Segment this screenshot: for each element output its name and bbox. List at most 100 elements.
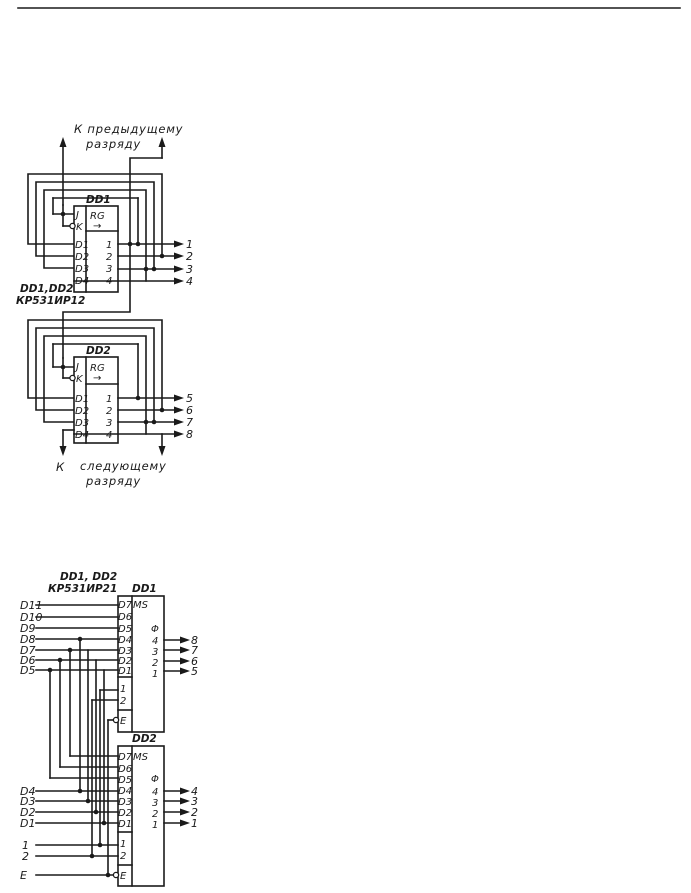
- dd1-pin-j: J: [74, 210, 79, 221]
- up-arrow-icon: [59, 137, 67, 147]
- fig2-dd1-name: DD1: [132, 583, 157, 595]
- fig2-chip-note-line1: DD1, DD2: [60, 571, 117, 583]
- dd1-pin-d1: D1: [75, 240, 89, 251]
- fig2-dd2-pin-d4: D4: [118, 786, 132, 797]
- fig1-caption-bottom-line2: разряду: [85, 474, 141, 488]
- fig2-out-1: 1: [191, 817, 198, 830]
- dd2-pin-j: J: [74, 362, 79, 373]
- fig2-dd2-pin-e: E: [120, 871, 127, 882]
- dd2-k-inverter: [69, 374, 76, 382]
- fig2-ctrl-e: E: [20, 869, 27, 882]
- right-arrow-icon: [174, 406, 184, 414]
- dd2-pin-q4: 4: [106, 430, 112, 441]
- fig2-dd1-pin-d3: D3: [118, 646, 132, 657]
- dd1-pin-q3: 3: [106, 264, 112, 275]
- fig1-out-3: 3: [186, 263, 193, 276]
- fig1-out-7: 7: [186, 416, 193, 429]
- fig2-dd2-block: [117, 745, 165, 887]
- fig2-dd1-pin-a2: 2: [120, 696, 126, 707]
- down-arrow-icon: [59, 446, 67, 456]
- fig2-out-5: 5: [191, 665, 198, 678]
- dd2-pin-q3: 3: [106, 418, 112, 429]
- dd2-pin-d2: D2: [75, 406, 89, 417]
- right-arrow-icon: [174, 252, 184, 260]
- fig2-dd2-enable-inverter: [112, 871, 120, 879]
- fig1-caption-bottom-line1: следующему: [80, 459, 167, 473]
- fig1-caption-top-line2: разряду: [85, 137, 141, 151]
- fig2-in-d5: D5: [20, 664, 35, 677]
- fig2-out-2: 2: [191, 806, 198, 819]
- fig2-dd2-pin-q2: 2: [152, 809, 158, 820]
- fig2-out-8: 8: [191, 634, 198, 647]
- fig2-ctrl-2: 2: [22, 850, 29, 863]
- shift-arrow-icon: →: [93, 221, 101, 232]
- fig2-dd2-pin-q1: 1: [152, 820, 158, 831]
- fig2-dd1-pin-d4: D4: [118, 635, 132, 646]
- right-arrow-icon: [180, 787, 190, 795]
- fig2-dd1-pin-d5: D5: [118, 624, 132, 635]
- fig2-out-7: 7: [191, 644, 198, 657]
- fig2-dd2-pin-d1: D1: [118, 819, 132, 830]
- right-arrow-icon: [174, 430, 184, 438]
- dd2-pin-d4: D4: [75, 430, 89, 441]
- fig2-dd2-pin-a1: 1: [120, 839, 126, 850]
- up-arrow-icon: [158, 137, 166, 147]
- fig2-out-4: 4: [191, 785, 198, 798]
- fig1-out-8: 8: [186, 428, 193, 441]
- fig2-in-d4: D4: [20, 785, 35, 798]
- fig2-in-d10: D10: [20, 611, 42, 624]
- phi-icon: Φ: [151, 774, 159, 785]
- right-arrow-icon: [180, 808, 190, 816]
- fig2-dd1-enable-inverter: [112, 716, 120, 724]
- fig1-out-6: 6: [186, 404, 193, 417]
- fig2-in-d1: D1: [20, 817, 35, 830]
- fig2-dd2-pin-d2: D2: [118, 808, 132, 819]
- fig2-dd2-pin-q4: 4: [152, 787, 158, 798]
- fig2-dd1-function: MS: [133, 600, 149, 611]
- fig1-caption-bottom-k: К: [56, 460, 65, 474]
- dd1-k-inverter: [69, 222, 76, 230]
- dd2-pin-d3: D3: [75, 418, 89, 429]
- fig2-dd1-pin-d1: D1: [118, 666, 132, 677]
- fig2-dd2-pin-d5: D5: [118, 775, 132, 786]
- dd1-function: RG: [90, 211, 105, 222]
- shift-arrow-icon: →: [93, 373, 101, 384]
- fig2-in-d11: D11: [20, 599, 42, 612]
- fig2-dd1-pin-d2: D2: [118, 656, 132, 667]
- right-arrow-icon: [180, 636, 190, 644]
- right-arrow-icon: [180, 646, 190, 654]
- down-arrow-icon: [158, 446, 166, 456]
- phi-icon: Φ: [151, 624, 159, 635]
- fig1-out-2: 2: [186, 250, 193, 263]
- fig2-out-6: 6: [191, 655, 198, 668]
- fig2-chip-note-line2: КР531ИР21: [48, 583, 117, 595]
- figure-1-shift-register: К предыдущему разряду DD1 RG → J K D1 D2…: [16, 122, 193, 488]
- fig2-dd2-pin-d7: D7: [118, 752, 133, 763]
- dd1-name: DD1: [86, 194, 111, 206]
- right-arrow-icon: [174, 277, 184, 285]
- fig1-chip-note-line2: КР531ИР12: [16, 295, 85, 307]
- dd2-pin-q1: 1: [106, 394, 112, 405]
- dd2-pin-k: K: [76, 374, 84, 385]
- right-arrow-icon: [180, 819, 190, 827]
- fig1-out-1: 1: [186, 238, 193, 251]
- dd1-pin-d3: D3: [75, 264, 89, 275]
- right-arrow-icon: [180, 657, 190, 665]
- dd1-pin-k: K: [76, 222, 84, 233]
- dd2-name: DD2: [86, 345, 111, 357]
- fig2-dd2-function: MS: [133, 752, 149, 763]
- fig2-dd1-pin-a1: 1: [120, 684, 126, 695]
- fig2-dd2-pin-d6: D6: [118, 764, 132, 775]
- right-arrow-icon: [180, 797, 190, 805]
- fig2-dd1-pin-d6: D6: [118, 612, 132, 623]
- fig2-dd1-pin-q4: 4: [152, 636, 158, 647]
- dd1-pin-q1: 1: [106, 240, 112, 251]
- fig2-dd1-pin-e: E: [120, 716, 127, 727]
- right-arrow-icon: [180, 667, 190, 675]
- right-arrow-icon: [174, 418, 184, 426]
- fig2-dd2-pin-d3: D3: [118, 797, 132, 808]
- dd2-pin-d1: D1: [75, 394, 89, 405]
- dd2-pin-q2: 2: [106, 406, 112, 417]
- fig2-in-d9: D9: [20, 622, 35, 635]
